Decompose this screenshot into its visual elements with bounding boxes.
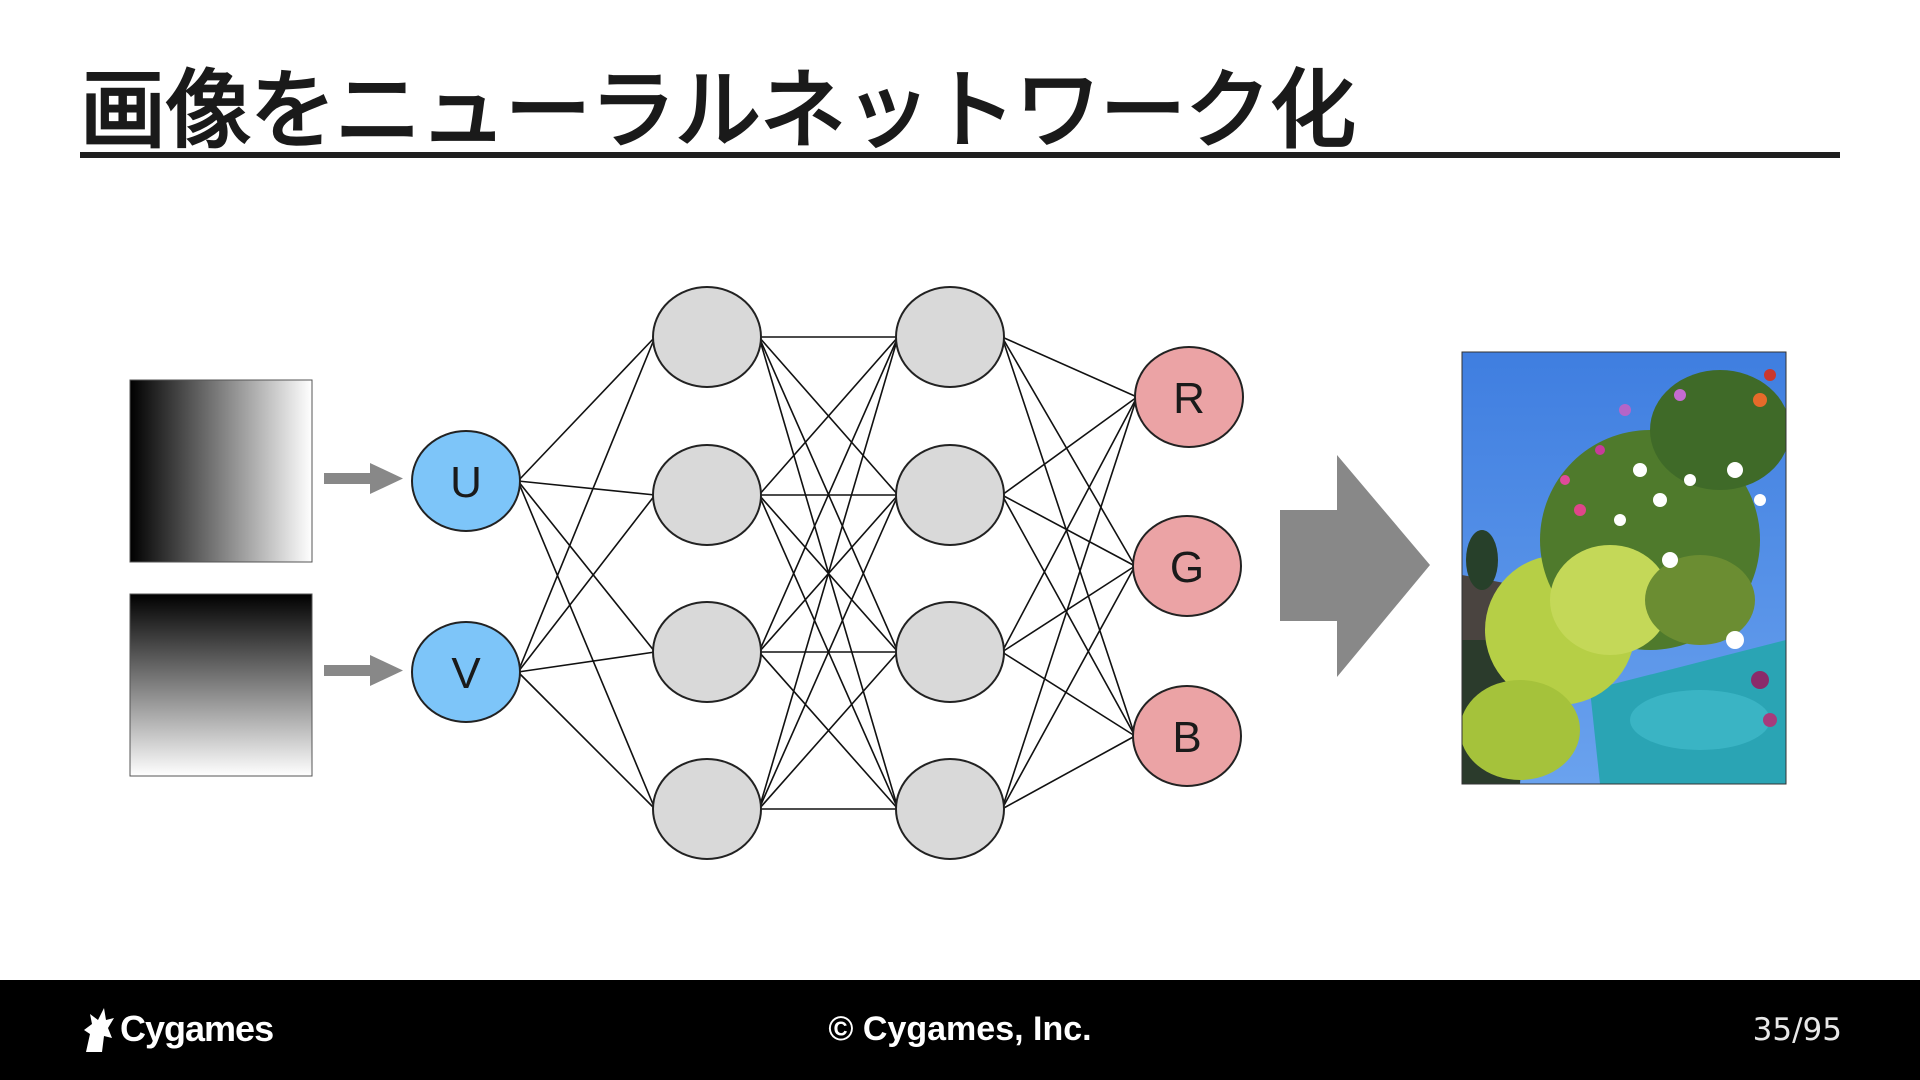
output-node-label: B [1172,713,1201,762]
network-edge [1001,396,1138,810]
network-edge [517,336,656,482]
brand-name: Cygames [120,1008,274,1049]
hidden-node [895,758,1005,860]
vertical-gradient-image [129,593,313,777]
network-edge [758,494,899,810]
cygames-logo: Cygames [80,1000,274,1058]
network-edges [517,336,1138,810]
network-edge [1001,494,1136,737]
network-edge [1001,336,1136,737]
network-edge [517,494,656,673]
network-edge [517,480,656,810]
network-edge [1001,396,1138,496]
network-edge [758,336,899,653]
input-node-label: V [451,649,481,698]
network-edge [517,480,656,653]
slide-title: 画像をニューラルネットワーク化 [80,61,1356,161]
flower-basket-photo [1462,352,1786,784]
network-edge [1001,651,1136,737]
hidden-node [652,601,762,703]
arrow-to-v-icon [324,655,403,686]
copyright-text: © Cygames, Inc. [828,1010,1092,1048]
page-number: 35/95 [1752,1012,1842,1048]
network-edge [758,336,899,496]
input-node-u: U [411,430,521,532]
network-edge [758,651,899,810]
hidden-node [895,286,1005,388]
horizontal-gradient-image [129,379,313,563]
network-edge [517,480,656,496]
hidden-node [652,444,762,546]
hidden-node [652,758,762,860]
network-edge [1001,336,1138,398]
network-edge [1001,565,1136,810]
output-node-b: B [1132,685,1242,787]
input-node-v: V [411,621,521,723]
footer-bar: Cygames © Cygames, Inc. 35/95 [0,980,1920,1080]
hidden-node [895,444,1005,546]
network-edge [758,336,899,810]
dragon-icon [84,1008,114,1052]
arrow-to-u-icon [324,463,403,494]
output-node-g: G [1132,515,1242,617]
network-edge [517,671,656,810]
output-node-r: R [1134,346,1244,448]
network-edge [517,336,656,673]
right-arrow-icon [1280,455,1430,677]
output-node-label: R [1173,374,1205,423]
hidden-node [895,601,1005,703]
title-underline [80,152,1840,158]
network-edge [1001,735,1136,810]
network-edge [517,651,656,673]
network-edge [1001,565,1136,653]
hidden-node [652,286,762,388]
network-edge [1001,336,1136,567]
network-edge [1001,396,1138,653]
network-edge [1001,494,1136,567]
neural-network-diagram: U V R G B [129,286,1787,860]
input-node-label: U [450,458,482,507]
output-node-label: G [1170,543,1204,592]
